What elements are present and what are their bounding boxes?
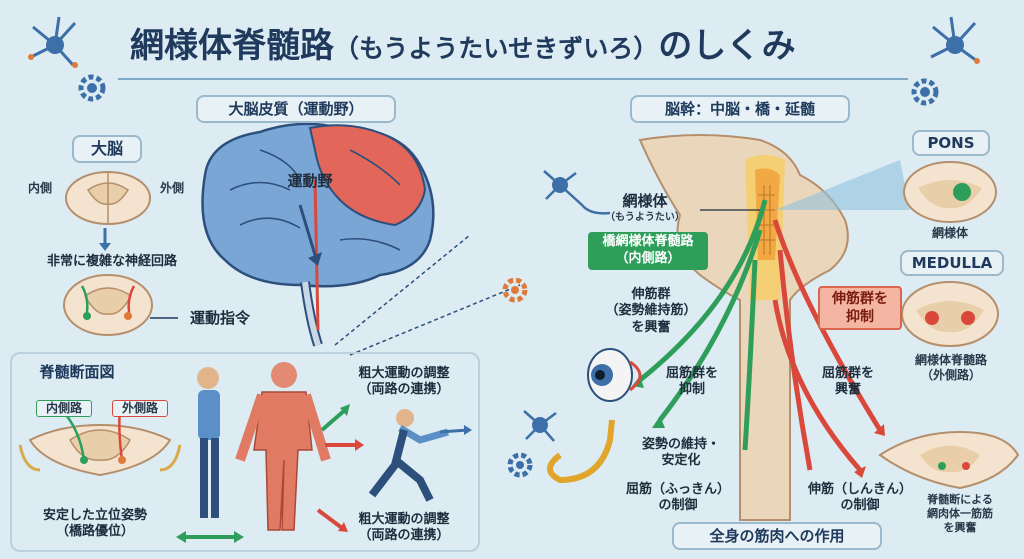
eye-icon <box>587 348 642 402</box>
flexor-control-label: 屈筋（ふっきん） の制御 <box>625 482 730 514</box>
title-reading: （もうようたいせきずいろ） <box>334 34 659 63</box>
lateral-path-label: 外側路 <box>112 400 168 417</box>
spinal-section-header: 脊髄断面図 <box>39 363 115 381</box>
spinal-cord-section-icon <box>878 430 1020 490</box>
reticular-formation-label: 網様体 <box>622 192 668 210</box>
spinal-cord-section-icon <box>65 171 151 225</box>
complex-circuit-label: 非常に複雑な神経回路 <box>46 254 177 269</box>
cortex-header: 大脳皮質（運動野） <box>196 95 396 123</box>
gear-icon <box>911 78 939 106</box>
motor-command-label: 運動指令 <box>189 309 250 327</box>
posture-stabilization-label: 姿勢の維持・ 安定化 <box>641 437 720 469</box>
cerebrum-header: 大脳 <box>72 135 142 163</box>
neuron-icon <box>523 410 557 442</box>
reticular-reading-label: （もうようたい） <box>605 212 685 223</box>
flexor-excite-label: 屈筋群を 興奮 <box>821 366 874 398</box>
neuron-icon <box>28 16 78 68</box>
medulla-header: MEDULLA <box>900 250 1004 276</box>
extensor-excite-label: 伸筋群 （姿勢維持筋） を興奮 <box>605 287 697 335</box>
pons-caption: 網様体 <box>931 226 968 240</box>
flexor-inhibit-label: 屈筋群を 抑制 <box>665 366 718 398</box>
medial-label: 内側 <box>27 181 52 195</box>
human-figure-icon <box>197 367 220 518</box>
gear-icon <box>507 452 533 478</box>
spinal-section-panel <box>10 352 480 552</box>
muscle-figure-icon <box>235 362 331 531</box>
spinal-cord-section-icon <box>18 409 182 477</box>
neuron-icon <box>543 170 611 215</box>
extensor-control-label: 伸筋（しんきん） の制御 <box>807 482 912 514</box>
medial-path-label: 内側路 <box>36 400 92 417</box>
lateral-label: 外側 <box>159 181 184 195</box>
gross-motor-top-label: 粗大運動の調整 （両路の連携） <box>358 366 450 398</box>
neuron-icon <box>930 16 980 64</box>
extensor-inhibit-label: 伸筋群を 抑制 <box>818 286 902 331</box>
standing-posture-label: 安定した立位姿勢 （橋路優位） <box>42 508 147 540</box>
gear-icon <box>78 74 106 102</box>
whole-body-bar: 全身の筋肉への作用 <box>672 522 882 550</box>
pons-section-icon <box>903 161 997 223</box>
pons-header: PONS <box>912 130 990 156</box>
gross-motor-bottom-label: 粗大運動の調整 （両路の連携） <box>358 512 450 544</box>
medulla-caption: 網様体脊髄路 （外側路） <box>914 353 987 382</box>
brainstem-header: 脳幹：中脳・橋・延髄 <box>630 95 850 123</box>
title-divider <box>118 78 908 80</box>
motor-area-label: 運動野 <box>287 172 333 190</box>
cord-caption: 脊髄断による 網肉体一筋筋 を興奮 <box>927 493 993 534</box>
pontine-tract-label: 橋網様体脊髄路 （内側路） <box>588 232 708 270</box>
brain-icon <box>201 122 435 347</box>
spinal-cord-section-icon <box>63 274 153 336</box>
title-main: 網様体脊髄路 <box>130 26 334 66</box>
title-suffix: のしくみ <box>658 26 796 66</box>
medulla-section-icon <box>901 281 999 347</box>
gear-icon <box>502 277 528 303</box>
human-figure-icon <box>368 409 449 502</box>
page-title: 網様体脊髄路 （もうようたいせきずいろ） のしくみ <box>130 18 900 74</box>
